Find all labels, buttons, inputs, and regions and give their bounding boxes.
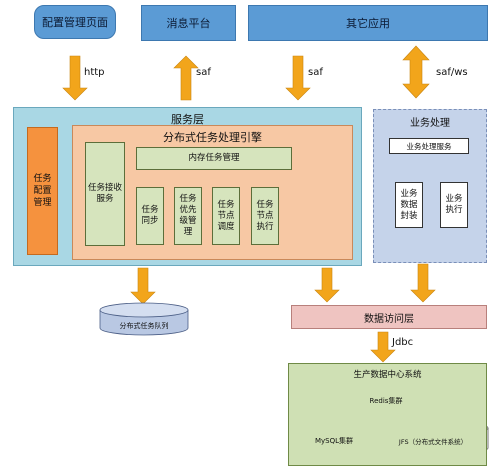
- config-page-label: 配置管理页面: [42, 16, 108, 29]
- node-exec-label: 任务节点执行: [256, 199, 274, 232]
- production-box: 生产数据中心系统: [288, 363, 487, 466]
- business-data-label: 业务数据封装: [400, 188, 418, 221]
- node-exec-box: 任务节点执行: [251, 187, 279, 245]
- priority-label: 任务优先级管理: [179, 194, 197, 237]
- arrow-http-down: [62, 55, 88, 101]
- task-config-label: 任务配置管理: [33, 174, 52, 208]
- saf-up-label: saf: [196, 67, 211, 78]
- mysql-label: MySQL集群: [314, 437, 354, 445]
- queue-cylinder: [99, 302, 189, 336]
- jdbc-label: Jdbc: [392, 337, 414, 348]
- priority-box: 任务优先级管理: [174, 187, 202, 245]
- arrow-saf-up: [173, 55, 199, 101]
- node-schedule-box: 任务节点调度: [212, 187, 240, 245]
- receive-service-label: 任务接收服务: [88, 183, 123, 204]
- message-platform-box: 消息平台: [141, 5, 236, 41]
- business-exec-label: 业务执行: [445, 194, 463, 215]
- business-layer-title: 业务处理: [410, 118, 450, 129]
- http-label: http: [84, 67, 105, 78]
- other-apps-label: 其它应用: [346, 17, 390, 30]
- arrow-to-queue: [130, 267, 156, 305]
- message-platform-label: 消息平台: [166, 17, 211, 30]
- other-apps-box: 其它应用: [248, 5, 488, 41]
- arrow-service-to-data: [314, 267, 340, 303]
- business-data-box: 业务数据封装: [395, 182, 423, 228]
- saf-ws-label: saf/ws: [436, 67, 468, 78]
- engine-title: 分布式任务处理引擎: [163, 131, 262, 144]
- memory-manager-label: 内存任务管理: [188, 153, 240, 163]
- receive-service-box: 任务接收服务: [85, 142, 125, 246]
- arrow-saf-ws-double: [402, 45, 430, 99]
- arrow-saf-down: [285, 55, 311, 101]
- business-service-label: 业务处理服务: [406, 141, 452, 151]
- config-page-box: 配置管理页面: [34, 5, 116, 39]
- redis-label: Redis集群: [369, 397, 403, 405]
- sync-box: 任务同步: [136, 187, 164, 245]
- jfs-label: JFS（分布式文件系统）: [398, 438, 468, 446]
- data-access-box: 数据访问层: [291, 305, 487, 329]
- arrow-jdbc-down: [370, 331, 396, 363]
- business-layer: 业务处理: [373, 109, 487, 263]
- production-title: 生产数据中心系统: [353, 370, 422, 380]
- sync-label: 任务同步: [141, 205, 159, 226]
- data-access-label: 数据访问层: [364, 313, 414, 325]
- business-exec-box: 业务执行: [440, 182, 468, 228]
- service-layer-title: 服务层: [171, 113, 204, 126]
- memory-manager-box: 内存任务管理: [136, 147, 292, 170]
- node-schedule-label: 任务节点调度: [217, 199, 235, 232]
- saf-down-label: saf: [308, 67, 323, 78]
- business-service-box: 业务处理服务: [389, 138, 469, 154]
- task-config-box: 任务配置管理: [27, 127, 58, 255]
- arrow-business-to-data: [410, 263, 436, 303]
- queue-label: 分布式任务队列: [119, 322, 169, 330]
